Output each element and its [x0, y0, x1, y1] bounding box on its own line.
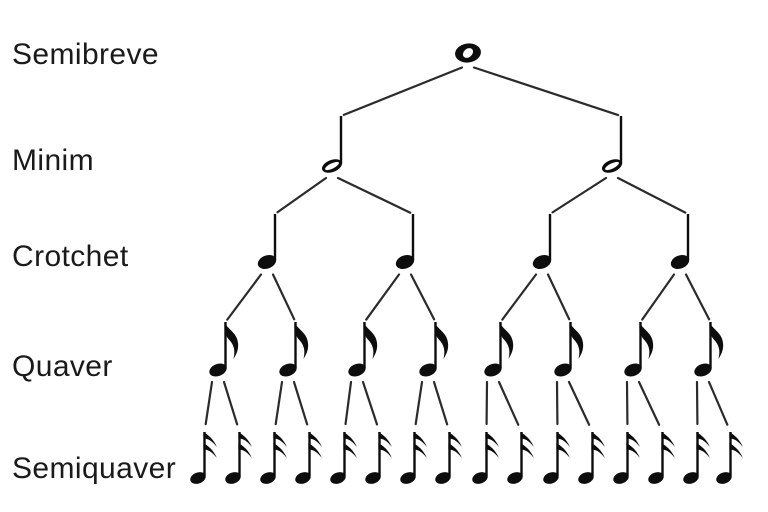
row-label-minim: Minim — [12, 144, 94, 177]
row-label-semibreve: Semibreve — [12, 38, 159, 71]
row-label-quaver: Quaver — [12, 350, 113, 383]
row-label-crotchet: Crotchet — [12, 240, 129, 273]
row-label-semiquaver: Semiquaver — [12, 452, 177, 485]
